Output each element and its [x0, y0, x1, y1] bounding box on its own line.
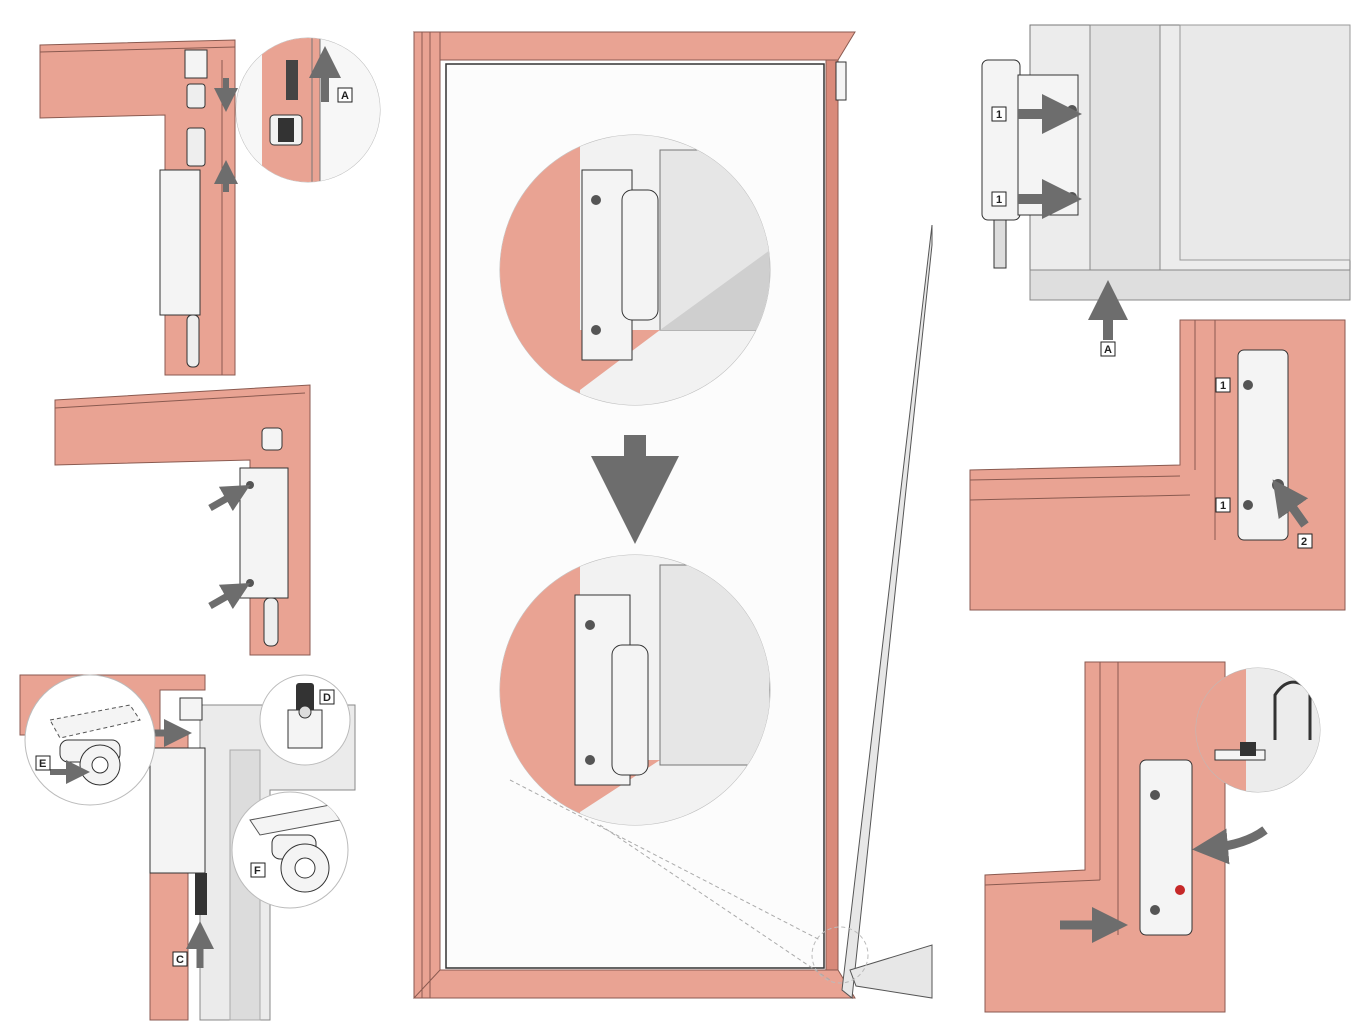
frame-hinge-part: [1237, 349, 1289, 541]
label-1: 1: [1220, 500, 1226, 512]
label-e: E: [39, 758, 46, 770]
detail-circle-icon: A: [235, 37, 381, 183]
frame-hinge-part: [149, 747, 206, 874]
detail-circle-icon: E: [24, 674, 156, 806]
panel-step-4: 1 1 A: [981, 24, 1351, 357]
panel-step-3: C E D: [19, 674, 356, 1021]
detail-circle-icon: [1195, 667, 1321, 793]
arrow-icon: [1272, 479, 1309, 528]
detail-circle-icon: F: [231, 791, 349, 909]
arrow-icon: [208, 485, 251, 512]
label-1: 1: [996, 109, 1002, 121]
panel-step-6: [984, 661, 1321, 1013]
label-a: A: [341, 90, 349, 102]
hinge-pin: [186, 314, 200, 368]
label-1: 1: [1220, 380, 1226, 392]
detail-circle-icon: D: [259, 674, 351, 766]
hinge-cap: [184, 49, 208, 79]
detail-circle-icon: [499, 134, 771, 406]
status-dot: [1175, 885, 1185, 895]
arrow-icon: [208, 583, 251, 610]
panel-door-overview: [412, 31, 933, 999]
label-a: A: [1104, 344, 1112, 356]
frame-hinge-part: [159, 169, 201, 316]
frame-hinge-part: [1139, 759, 1193, 936]
arrow-icon: [1192, 826, 1268, 865]
panel-step-5: 1 1 2: [969, 319, 1346, 611]
sleeve-part: [186, 83, 206, 109]
label-c: C: [176, 954, 184, 966]
label-2: 2: [1301, 536, 1307, 548]
label-f: F: [254, 865, 261, 877]
panel-step-2: [54, 384, 311, 656]
label-1: 1: [996, 194, 1002, 206]
detail-circle-icon: [499, 554, 771, 826]
label-d: D: [323, 692, 331, 704]
panel-step-1: A: [39, 37, 381, 376]
